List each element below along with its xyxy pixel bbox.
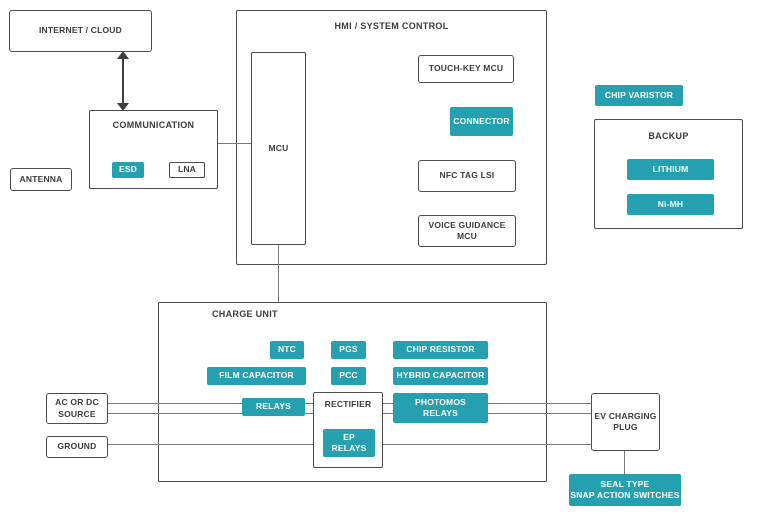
film-capacitor-component[interactable]: FILM CAPACITOR [207,367,306,385]
arrow-up-icon [117,51,129,59]
photomos-relays-component[interactable]: PHOTOMOS RELAYS [393,393,488,423]
internet-cloud-box: INTERNET / CLOUD [9,10,152,52]
lna-box: LNA [169,162,205,178]
charge-unit-label: CHARGE UNIT [212,309,278,319]
relays-component[interactable]: RELAYS [242,398,305,416]
chip-resistor-component[interactable]: CHIP RESISTOR [393,341,488,359]
seal-type-snap-action-switches-component[interactable]: SEAL TYPE SNAP ACTION SWITCHES [569,474,681,506]
connector-mcu-to-charge-unit [278,245,279,302]
backup-label: BACKUP [648,131,689,141]
hybrid-capacitor-component[interactable]: HYBRID CAPACITOR [393,367,488,385]
antenna-box: ANTENNA [10,168,72,191]
connector-communication-to-mcu [218,143,251,144]
arrow-down-icon [117,103,129,111]
ep-relays-component[interactable]: EP RELAYS [323,429,375,457]
ev-charging-plug-box: EV CHARGING PLUG [591,393,660,451]
ntc-component[interactable]: NTC [270,341,304,359]
pgs-component[interactable]: PGS [331,341,366,359]
ground-box: GROUND [46,436,108,458]
ac-or-dc-source-box: AC OR DC SOURCE [46,393,108,424]
touch-key-mcu-box: TOUCH-KEY MCU [418,55,514,83]
connector-plug-to-seal-switches [624,451,625,474]
nfc-tag-lsi-box: NFC TAG LSI [418,160,516,192]
hmi-system-control-label: HMI / SYSTEM CONTROL [334,21,449,31]
ni-mh-component[interactable]: Ni-MH [627,194,714,215]
lithium-component[interactable]: LITHIUM [627,159,714,180]
communication-box [89,110,218,189]
mcu-box: MCU [251,52,306,245]
esd-component[interactable]: ESD [112,162,144,178]
bidirectional-arrow-shaft [122,58,124,105]
pcc-component[interactable]: PCC [331,367,366,385]
chip-varistor-component[interactable]: CHIP VARISTOR [595,85,683,106]
communication-label: COMMUNICATION [112,120,195,130]
voice-guidance-mcu-box: VOICE GUIDANCE MCU [418,215,516,247]
connector-component[interactable]: CONNECTOR [450,107,513,136]
